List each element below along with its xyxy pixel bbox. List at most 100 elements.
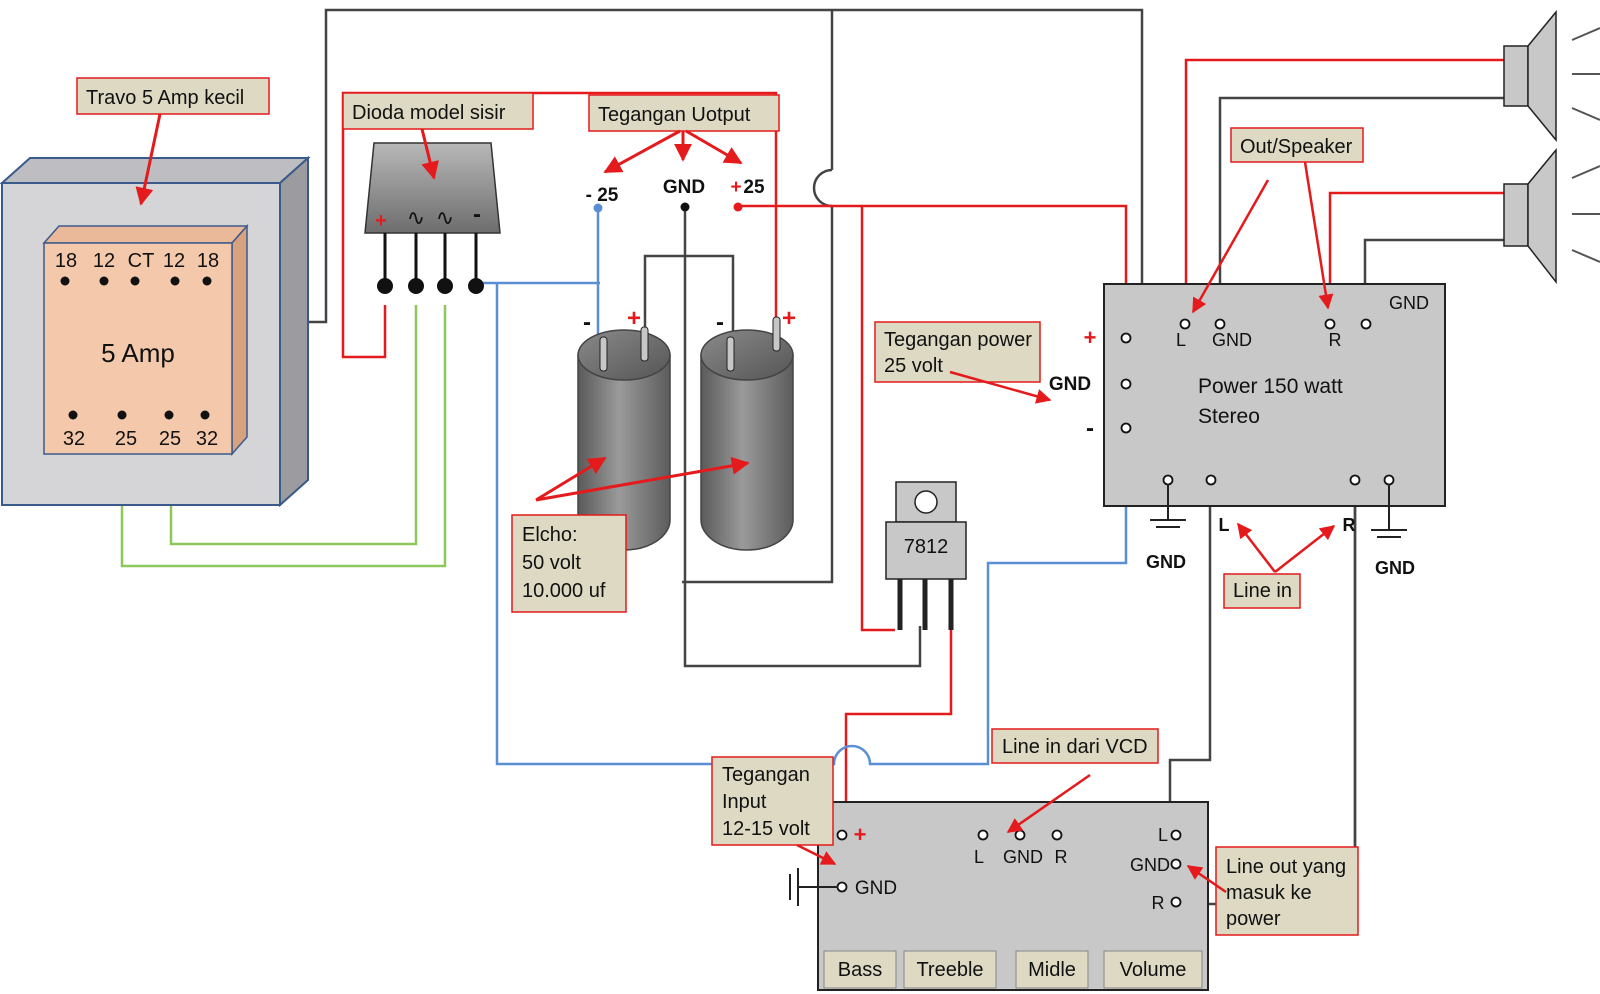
speaker-2 [1503,147,1600,285]
tone-in-l-label: L [974,847,984,867]
rectifier-lead [408,278,424,294]
voltage-regulator: 7812 [885,481,967,630]
pin-dot [200,410,210,420]
callout-travo: Travo 5 Amp kecil [86,87,244,109]
pin-dot [60,276,70,286]
wire-spk2-plus [1328,191,1504,320]
amp-title-line2: Stereo [1198,405,1260,428]
amp-out-r-label: R [1329,330,1342,350]
cap1-minus-label: - [583,309,591,336]
tone-control-board: + GND L GND R L GND R Bass Treeble Midle… [817,801,1209,991]
pin-dot [130,276,140,286]
bridge-rectifier: + ∿ ∿ - [364,142,501,294]
callout-out-speaker: Out/Speaker [1240,136,1353,158]
pin-label: 32 [196,428,218,450]
callout-tegangan-input-2: Input [722,791,767,813]
tone-knob-labels: Bass Treeble Midle Volume [823,950,1203,989]
cap2-plus-label: + [782,305,796,332]
pin-label: 12 [93,250,115,272]
callouts: Travo 5 Amp kecil Dioda model sisir Tega… [76,77,1364,936]
callout-elcho-1: Elcho: [522,524,578,546]
pin-dot [202,276,212,286]
callout-tegangan-input-1: Tegangan [722,764,810,786]
wire-reg-in [860,206,895,632]
pin-label: 25 [115,428,137,450]
pin-dot [68,410,78,420]
wire-minus-loop [495,283,1128,766]
power-amp-board: Power 150 watt Stereo GND + GND - L GND … [1049,283,1446,507]
transformer-top-pins: 18 12 CT 12 18 [55,250,219,286]
regulator-label: 7812 [904,536,949,558]
rectifier-minus-label: - [473,201,481,228]
knob-treeble: Treeble [916,959,983,981]
amp-ground-symbols [1150,484,1407,538]
callout-line-in: Line in [1233,580,1292,602]
callout-tegangan-input-3: 12-15 volt [722,818,810,840]
callout-elcho-3: 10.000 uf [522,580,606,602]
knob-midle: Midle [1028,959,1076,981]
knob-bass: Bass [838,959,882,981]
amp-gnd-in-label: GND [1049,374,1091,395]
pin-label: 25 [159,428,181,450]
rectifier-lead [437,278,453,294]
amp-out-l-label: L [1176,330,1186,350]
callout-tegangan-power-2: 25 volt [884,355,943,377]
wire-reg-out [844,626,953,835]
pin-label: 18 [197,250,219,272]
pin-label: 32 [63,428,85,450]
rectifier-plus-label: + [375,210,387,232]
cap2-minus-label: - [716,309,724,336]
rectifier-lead [377,278,393,294]
tone-ground-symbol [789,868,838,906]
pos25-sign: + [730,177,741,198]
gnd-rail-label: GND [663,177,705,198]
amp-gnd-right-label: GND [1389,293,1429,313]
tone-in-gnd-label: GND [1003,847,1043,867]
wire-plus25 [738,204,1128,338]
capacitor-2: - + [700,305,796,551]
pin-dot [117,410,127,420]
tone-out-l-label: L [1158,825,1168,845]
speaker-1 [1503,9,1600,143]
pin-label: 18 [55,250,77,272]
neg25-terminal [593,203,603,213]
tone-out-r-label: R [1152,893,1165,913]
rectifier-ac-label: ∿ [436,205,454,230]
wire-line-l [1168,478,1212,834]
wire-gnd-center [683,206,922,668]
tone-in-r-label: R [1055,847,1068,867]
pin-label: CT [128,250,155,272]
wire-cap-bridge [643,254,735,342]
cap1-plus-label: + [627,305,641,332]
pin-label: 12 [163,250,185,272]
pin-dot [164,410,174,420]
pos25-label: 25 [743,177,765,198]
transformer-bottom-pins: 32 25 25 32 [63,410,218,450]
rectifier-ac-label: ∿ [407,205,425,230]
supply-rail-labels: - 25 GND + 25 [586,177,765,213]
amp-line-r-label: R [1343,515,1356,535]
transformer-rating: 5 Amp [101,338,175,368]
transformer: 18 12 CT 12 18 5 Amp 32 25 25 32 [0,155,311,508]
wire-spk1-gnd [1218,96,1504,318]
pin-dot [170,276,180,286]
amp-gnd-right2-label: GND [1375,558,1415,578]
callout-line-out-2: masuk ke [1226,882,1312,904]
wire-gnd-jump [812,168,833,208]
rectifier-lead [468,278,484,294]
callout-line-out-1: Line out yang [1226,856,1346,878]
amp-line-l-label: L [1219,515,1230,535]
knob-volume: Volume [1120,959,1187,981]
wire-spk1-plus [1184,58,1504,320]
pos25-terminal [733,202,743,212]
tone-out-gnd-label: GND [1130,855,1170,875]
tone-plus-label: + [854,822,867,847]
amp-gnd-left-label: GND [1146,552,1186,572]
amp-title-line1: Power 150 watt [1198,375,1343,398]
callout-tegangan-output: Tegangan Uotput [598,104,751,126]
pin-dot [99,276,109,286]
callout-line-out-3: power [1226,908,1281,930]
tone-gnd-label: GND [855,878,897,899]
callout-dioda: Dioda model sisir [352,102,506,124]
